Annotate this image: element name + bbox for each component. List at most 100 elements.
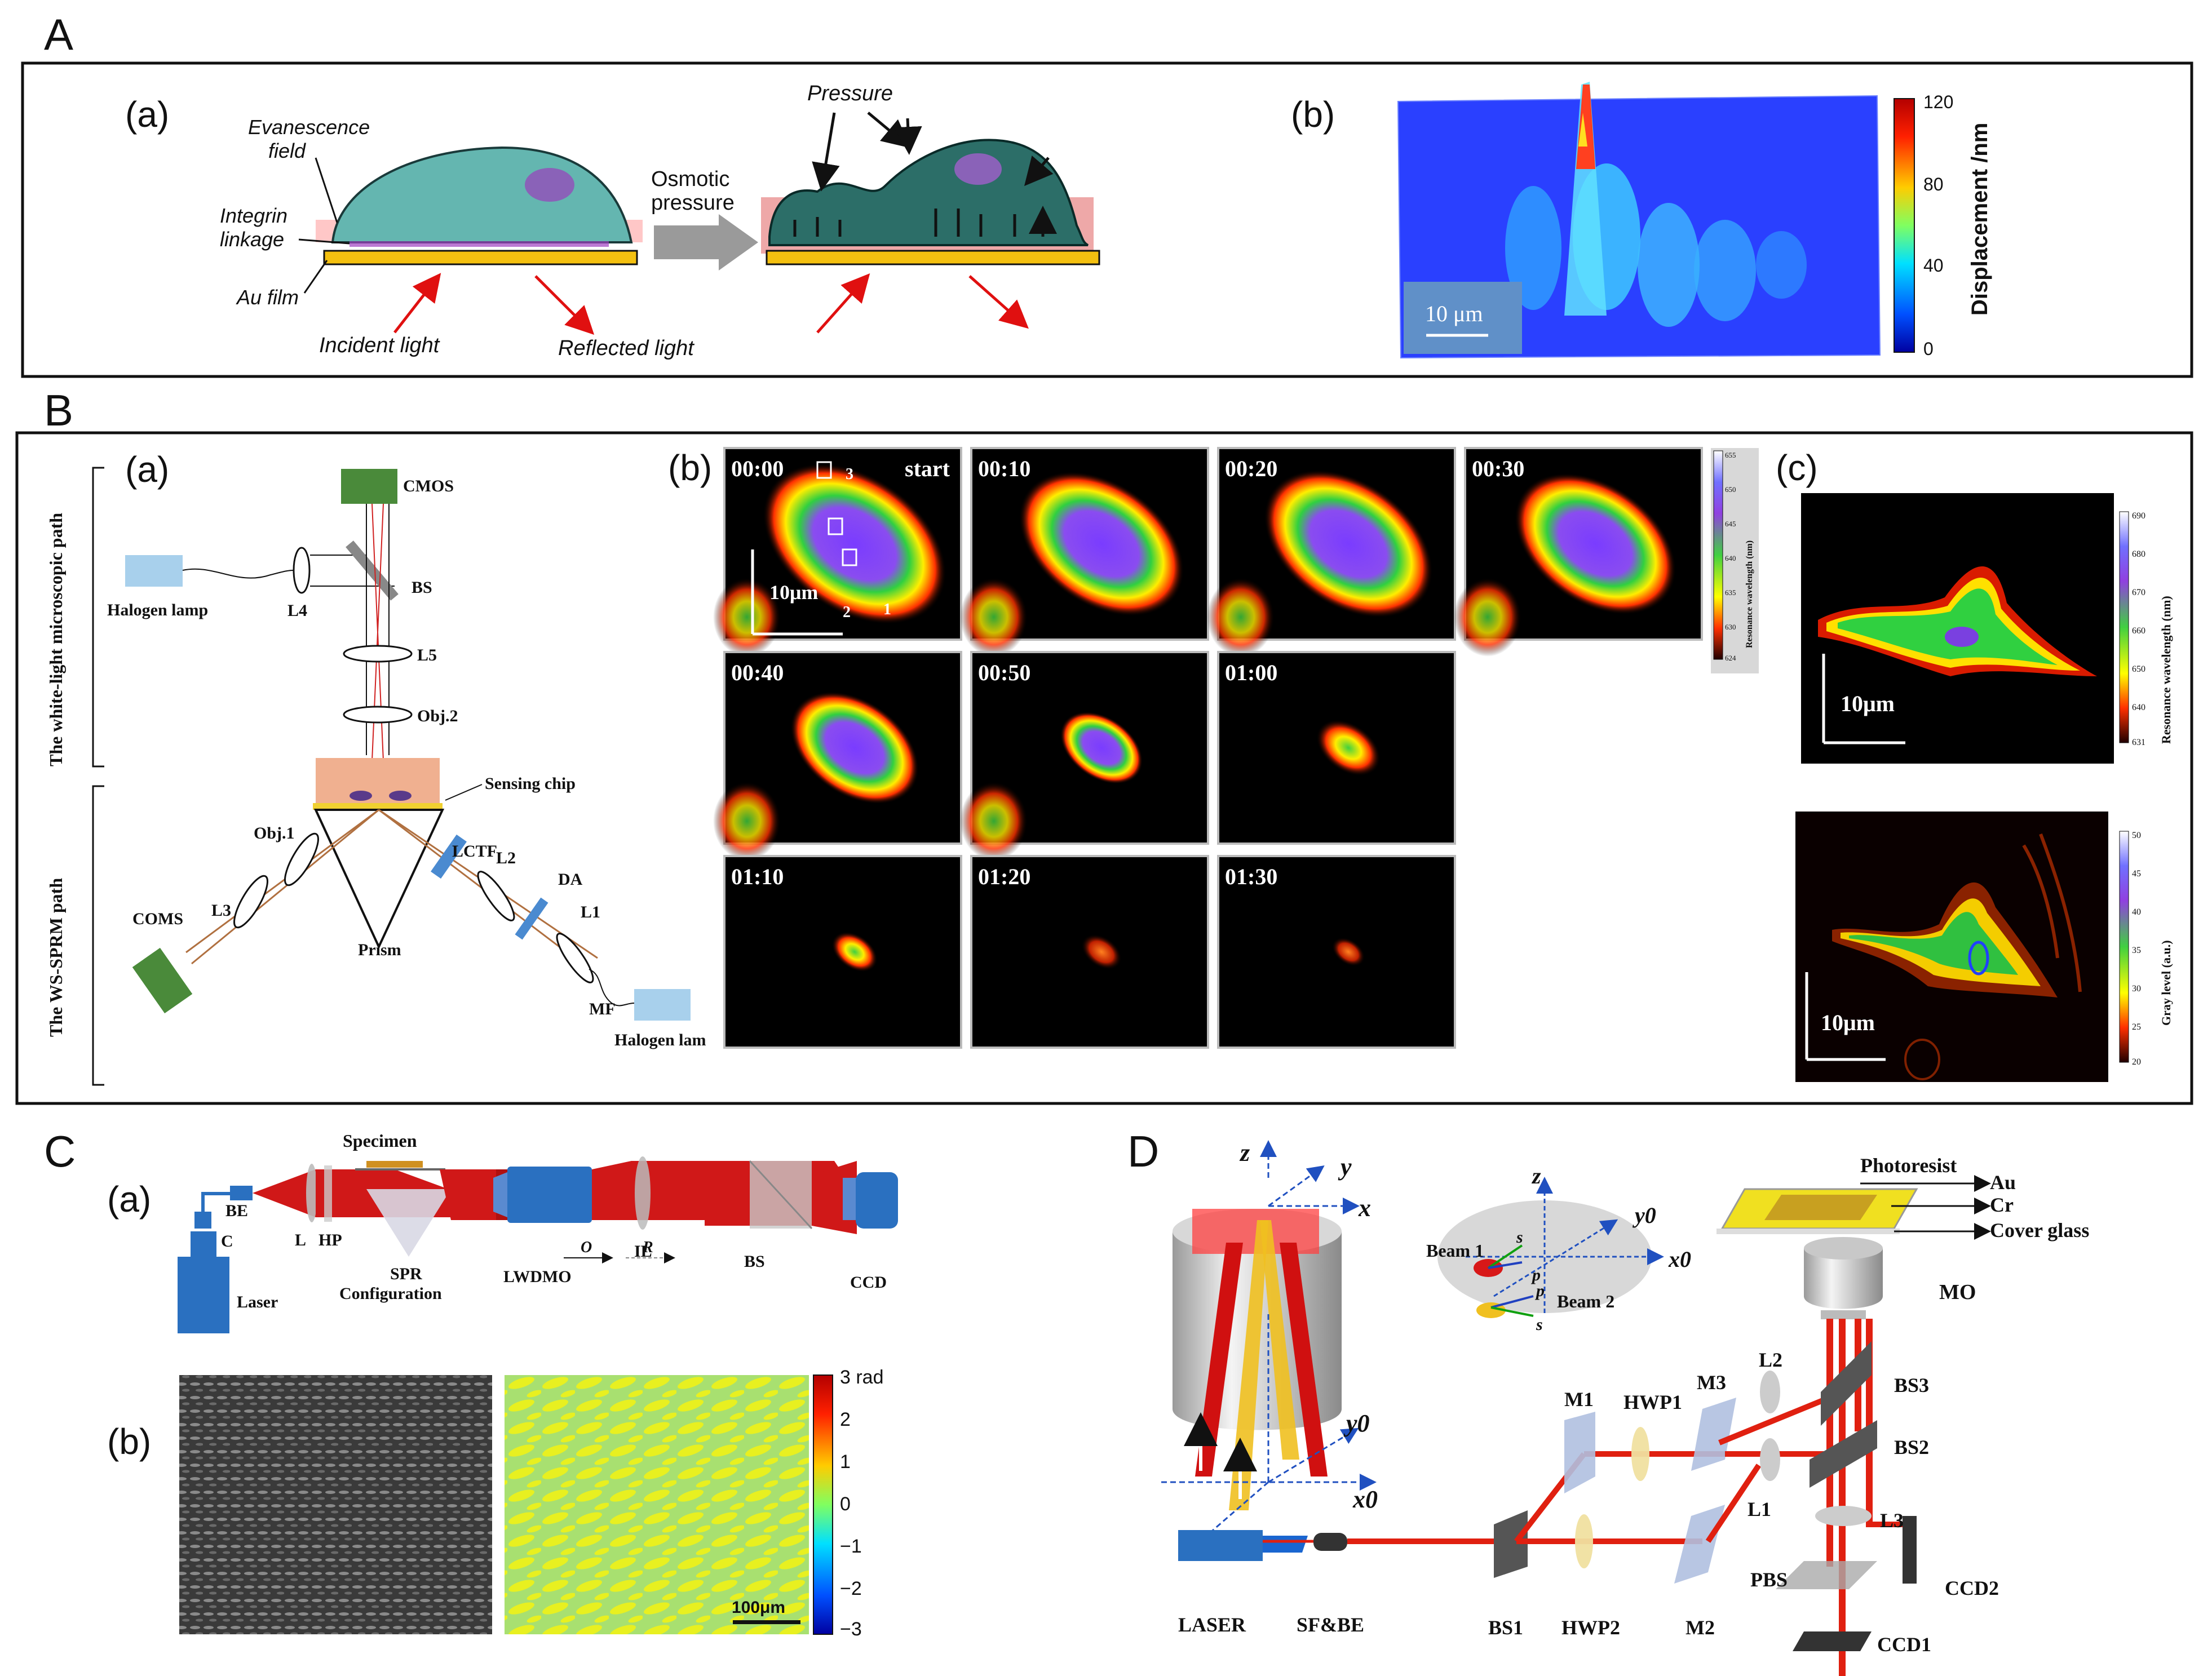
inset-axis-y0: y0 [1633, 1203, 1656, 1228]
roi-box [842, 548, 857, 566]
panel-c-sub-a: (a) [107, 1179, 151, 1220]
label-hp: HP [318, 1231, 342, 1249]
label-mo: MO [1939, 1280, 1976, 1304]
label-halogen-lamp: Halogen lamp [107, 601, 208, 619]
label-white-light-path: The white-light microscopic path [46, 513, 66, 766]
c-bottom-tick: 25 [2132, 1022, 2141, 1032]
m1 [1564, 1412, 1595, 1493]
halogen-lamp-1 [125, 555, 183, 587]
timestamp-label: 01:20 [978, 864, 1030, 889]
label-cmos: CMOS [403, 477, 454, 495]
l3-d [1815, 1506, 1872, 1526]
spr-colorbar: 655 650 645 640 635 630 624 Resonance wa… [1711, 448, 1759, 673]
l2-d [1760, 1371, 1780, 1413]
colorbar-tick: 120 [1923, 92, 1953, 112]
label-l2: L2 [496, 849, 516, 867]
panel-c-top-colorbar: 690 680 670 660 650 640 631 Resonance wa… [2119, 511, 2173, 747]
label-coms: COMS [132, 910, 183, 928]
panel-b-sub-b: (b) [668, 447, 712, 488]
label-au-film: Au film [236, 286, 299, 309]
label-integrin-1: Integrin [220, 204, 287, 227]
c-bottom-scalebar: 10μm [1821, 1010, 1875, 1035]
label-evanescence-1: Evanescence [248, 116, 370, 139]
ccd1 [1793, 1631, 1872, 1651]
label-evanescence-2: field [268, 139, 306, 162]
l1-d [1760, 1438, 1780, 1481]
panel-a-sub-b: (b) [1291, 94, 1335, 135]
label-il: IL [634, 1242, 652, 1261]
spr-frame: 00:10 [960, 447, 1209, 657]
label-l3: L3 [211, 901, 231, 920]
panel-a-frame [21, 61, 2193, 378]
spr-scalebar: 10μm [769, 581, 818, 604]
exposure-optics [1178, 1175, 1991, 1676]
c-bottom-tick: 35 [2132, 946, 2141, 955]
au-film-layer [323, 250, 638, 265]
c-top-tick: 690 [2132, 511, 2145, 521]
roi-box [828, 517, 843, 535]
cell-schematic-after [761, 139, 1100, 265]
label-l4: L4 [287, 601, 307, 620]
panel-d-letter: D [1127, 1127, 1159, 1176]
label-l5: L5 [417, 646, 437, 664]
c-top-tick: 660 [2132, 626, 2145, 636]
halogen-lamp-2 [634, 989, 691, 1021]
prism [313, 809, 445, 950]
label-bs-c: BS [744, 1252, 765, 1271]
label-beam-2: Beam 2 [1557, 1291, 1614, 1311]
label-mf: MF [589, 1000, 616, 1018]
panel-c-letter: C [44, 1127, 76, 1176]
laser-box [178, 1257, 229, 1333]
incident-light-arrow [393, 273, 441, 334]
spr-frame: 01:10 [723, 855, 962, 1049]
spr-tick: 655 [1725, 451, 1736, 459]
objective-cylinder [1161, 1140, 1377, 1557]
inset-axis-z: z [1531, 1163, 1541, 1189]
panel-a-letter: A [44, 10, 73, 59]
label-prism: Prism [358, 941, 401, 959]
label-laser: Laser [237, 1293, 278, 1311]
label-pbs: PBS [1750, 1568, 1788, 1591]
hwp1 [1631, 1427, 1649, 1481]
reflected-light-arrow [534, 275, 595, 335]
label-au: Au [1990, 1171, 2016, 1194]
axis-y0: y0 [1343, 1409, 1370, 1437]
colorbar-tick: 80 [1923, 174, 1944, 194]
label-o: O [581, 1239, 592, 1256]
label-m1: M1 [1564, 1388, 1594, 1411]
roi-label: 1 [883, 601, 891, 618]
roi-label: 2 [843, 604, 851, 621]
label-bs3: BS3 [1894, 1374, 1929, 1396]
c-bottom-tick: 40 [2132, 907, 2141, 917]
phase-image [505, 1375, 809, 1634]
spr-frame: 00:40 [713, 651, 962, 861]
label-ccd1: CCD1 [1877, 1633, 1931, 1656]
da-element [515, 897, 548, 940]
panel-a-sub-a: (a) [125, 94, 169, 135]
phase-scalebar: 100μm [732, 1598, 785, 1617]
start-label: start [905, 456, 950, 481]
label-reflected-light: Reflected light [558, 336, 694, 360]
phase-tick: 3 rad [840, 1367, 884, 1388]
label-bs1: BS1 [1488, 1616, 1523, 1639]
timestamp-label: 01:10 [731, 864, 784, 889]
timestamp-label: 01:00 [1225, 660, 1277, 685]
c-bottom-tick: 30 [2132, 984, 2141, 994]
label-ws-sprm-path: The WS-SPRM path [46, 878, 66, 1037]
axis-y: y [1338, 1153, 1352, 1181]
label-sf-be: SF&BE [1297, 1613, 1364, 1636]
label-bs: BS [412, 578, 432, 597]
spr-frame: 01:00 [1217, 651, 1456, 845]
timestamp-label: 00:30 [1472, 456, 1524, 481]
timestamp-label: 00:20 [1225, 456, 1277, 481]
label-l3-d: L3 [1880, 1509, 1904, 1532]
timestamp-label: 00:10 [978, 456, 1030, 481]
label-ccd2: CCD2 [1945, 1577, 1999, 1599]
label-hwp1: HWP1 [1623, 1391, 1682, 1413]
c-bottom-tick: 50 [2132, 831, 2141, 840]
label-beam-1: Beam 1 [1426, 1240, 1484, 1261]
roi-box [816, 461, 832, 479]
c-bottom-tick: 45 [2132, 869, 2141, 879]
